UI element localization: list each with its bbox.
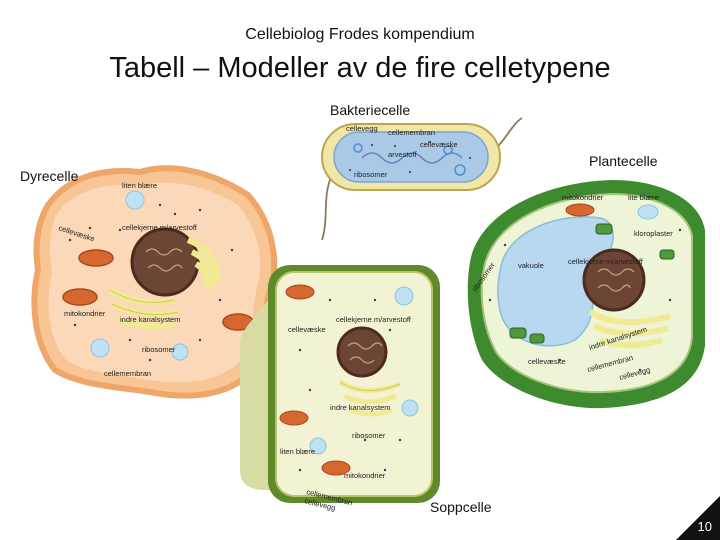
animal-label: liten blære bbox=[122, 181, 157, 190]
plant-label: vakuole bbox=[518, 261, 544, 270]
fungus-label: mitokondrier bbox=[344, 471, 386, 480]
fungus-label: indre kanalsystem bbox=[330, 403, 390, 412]
fungus-label: ribosomer bbox=[352, 431, 386, 440]
animal-label: cellemembran bbox=[104, 369, 151, 378]
plant-label: cellekjerne m/arvestoff bbox=[568, 257, 644, 266]
fungus-label: liten blære bbox=[280, 447, 315, 456]
plant-label: cellevæske bbox=[528, 357, 566, 366]
animal-label: mitokondrier bbox=[64, 309, 106, 318]
animal-cell: liten blære cellevæske cellekjerne m/arv… bbox=[31, 165, 278, 399]
animal-label: indre kanalsystem bbox=[120, 315, 180, 324]
fungus-label: cellekjerne m/arvestoff bbox=[336, 315, 412, 324]
bacteria-label: arvestoff bbox=[388, 150, 418, 159]
fungus-label: cellevæske bbox=[288, 325, 326, 334]
plant-label: mitokondrier bbox=[562, 193, 604, 202]
animal-label: ribosomer bbox=[142, 345, 176, 354]
plant-cell-label: Plantecelle bbox=[589, 153, 658, 169]
slide-title: Tabell – Modeller av de fire celletypene bbox=[109, 52, 611, 84]
fungus-cell: cellekjerne m/arvestoff cellevæske indre… bbox=[240, 265, 440, 513]
bacteria-label: cellevegg bbox=[346, 124, 378, 133]
plant-label: kloroplaster bbox=[634, 229, 673, 238]
bacteria-label: ribosomer bbox=[354, 170, 388, 179]
kompendium-subtitle: Cellebiolog Frodes kompendium bbox=[245, 26, 475, 43]
plant-cell: mitokondrier lite blære kloroplaster vak… bbox=[467, 180, 705, 409]
plant-label: lite blære bbox=[628, 193, 659, 202]
bacteria-cell: cellevegg cellemembran cellevæske arvest… bbox=[321, 117, 523, 241]
animal-cell-label: Dyrecelle bbox=[20, 168, 79, 184]
bacteria-label: cellevæske bbox=[420, 140, 458, 149]
bacteria-cell-label: Bakteriecelle bbox=[330, 102, 411, 118]
fungus-cell-label: Soppcelle bbox=[430, 499, 492, 515]
page-corner-shape bbox=[676, 496, 720, 540]
page-number: 10 bbox=[697, 519, 712, 534]
bacteria-label: cellemembran bbox=[388, 128, 435, 137]
animal-label: cellekjerne m/arvestoff bbox=[122, 223, 198, 232]
